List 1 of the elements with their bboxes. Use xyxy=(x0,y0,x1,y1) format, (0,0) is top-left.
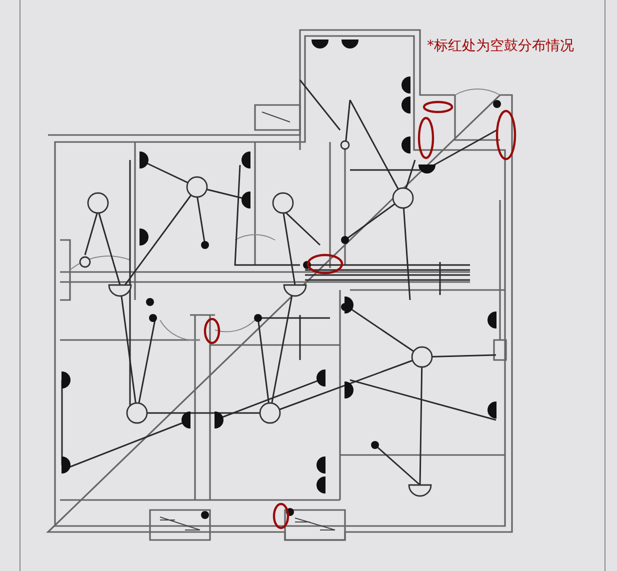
note-text: *标红处为空鼓分布情况 xyxy=(427,38,574,54)
